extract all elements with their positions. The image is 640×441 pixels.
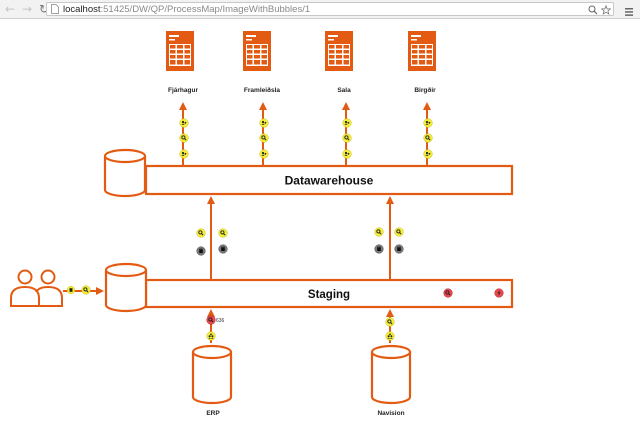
url-text[interactable]: localhost:51425/DW/QP/ProcessMap/ImageWi… bbox=[63, 4, 310, 15]
staging-label: Staging bbox=[308, 289, 350, 301]
status-bubble-person-icon[interactable] bbox=[342, 149, 352, 159]
status-bubble-search-icon[interactable] bbox=[374, 227, 384, 237]
reload-icon[interactable]: ↻ bbox=[38, 2, 50, 16]
staging-db-icon[interactable] bbox=[104, 270, 148, 313]
datawarehouse-db-icon[interactable] bbox=[103, 156, 147, 198]
report-label-sala: Sala bbox=[337, 87, 351, 94]
bookmark-star-icon[interactable] bbox=[600, 0, 612, 19]
zoom-icon[interactable] bbox=[588, 0, 598, 19]
source-label-erp: ERP bbox=[206, 410, 220, 417]
page-icon bbox=[51, 4, 59, 14]
datawarehouse-node[interactable]: Datawarehouse bbox=[103, 148, 514, 198]
status-bubble-person-icon[interactable] bbox=[179, 118, 189, 128]
address-bar[interactable]: localhost:51425/DW/QP/ProcessMap/ImageWi… bbox=[46, 2, 614, 16]
status-bubble-search-icon[interactable] bbox=[385, 317, 395, 327]
status-bubble-search-icon[interactable] bbox=[394, 227, 404, 237]
datawarehouse-label: Datawarehouse bbox=[285, 174, 374, 188]
status-bubble-person-icon[interactable] bbox=[179, 149, 189, 159]
status-bubble-person-icon[interactable] bbox=[423, 149, 433, 159]
browser-toolbar: ← → ↻ localhost:51425/DW/QP/ProcessMap/I… bbox=[0, 0, 640, 19]
status-bubble-search-icon[interactable] bbox=[81, 285, 91, 295]
report-label-fjarhagur: Fjárhagur bbox=[168, 87, 198, 94]
status-bubble-database-icon[interactable] bbox=[196, 246, 206, 256]
status-bubble-people-icon[interactable] bbox=[206, 331, 216, 341]
report-icon-framleidsla[interactable] bbox=[243, 31, 271, 71]
navision-db-icon[interactable] bbox=[370, 344, 412, 405]
status-bubble-search-icon[interactable] bbox=[179, 133, 189, 143]
status-bubble-person-icon[interactable] bbox=[423, 118, 433, 128]
erp-db-icon[interactable] bbox=[191, 344, 233, 405]
menu-icon[interactable] bbox=[623, 3, 635, 16]
status-bubble-person-icon[interactable] bbox=[259, 118, 269, 128]
status-bubble-people-icon[interactable] bbox=[385, 331, 395, 341]
url-path: :51425/DW/QP/ProcessMap/ImageWithBubbles… bbox=[100, 3, 311, 15]
status-bubble-database-icon[interactable] bbox=[66, 285, 76, 295]
status-bubble-person-icon[interactable] bbox=[342, 118, 352, 128]
status-bubble-search-icon[interactable] bbox=[259, 133, 269, 143]
status-bubble-person-icon[interactable] bbox=[259, 149, 269, 159]
alert-bubble-search-icon[interactable] bbox=[443, 288, 453, 298]
report-icon-fjarhagur[interactable] bbox=[166, 31, 194, 71]
report-label-birgdir: Birgðir bbox=[414, 86, 436, 94]
source-label-navision: Navision bbox=[377, 410, 404, 417]
back-arrow-icon[interactable]: ← bbox=[4, 2, 16, 16]
status-bubble-search-icon[interactable] bbox=[218, 228, 228, 238]
status-bubble-database-icon[interactable] bbox=[218, 244, 228, 254]
alert-count-badge: 636 bbox=[216, 318, 225, 324]
status-bubble-search-icon[interactable] bbox=[342, 133, 352, 143]
url-host: localhost bbox=[63, 3, 101, 15]
report-label-framleidsla: Framleiðsla bbox=[244, 86, 281, 94]
datawarehouse-bar[interactable] bbox=[144, 164, 514, 196]
alert-bubble-bolt-icon[interactable] bbox=[494, 288, 504, 298]
status-bubble-search-icon[interactable] bbox=[423, 133, 433, 143]
report-icon-birgdir[interactable] bbox=[408, 31, 436, 71]
forward-arrow-icon[interactable]: → bbox=[21, 2, 33, 16]
staging-node[interactable]: Staging bbox=[104, 262, 514, 313]
status-bubble-search-icon[interactable] bbox=[196, 228, 206, 238]
users-icon[interactable] bbox=[10, 269, 63, 307]
process-map: Fjárhagur Framleiðsla Sala Birgðir Dataw… bbox=[10, 31, 514, 417]
report-icon-sala[interactable] bbox=[325, 31, 353, 71]
alert-bubble-search-icon[interactable] bbox=[206, 315, 216, 325]
status-bubble-database-icon[interactable] bbox=[394, 244, 404, 254]
status-bubble-database-icon[interactable] bbox=[374, 244, 384, 254]
